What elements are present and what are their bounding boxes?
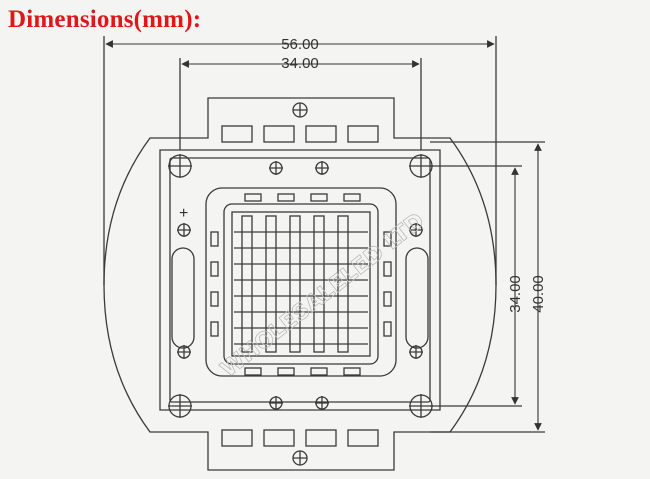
- dim-outer-width: 56.00: [281, 36, 319, 53]
- dim-inner-width: 34.00: [281, 55, 319, 72]
- dim-inner-height: 34.00: [507, 275, 524, 313]
- page-title: Dimensions(mm):: [8, 6, 202, 33]
- dim-outer-height: 40.00: [530, 275, 547, 313]
- polarity-plus-mark: +: [179, 205, 188, 222]
